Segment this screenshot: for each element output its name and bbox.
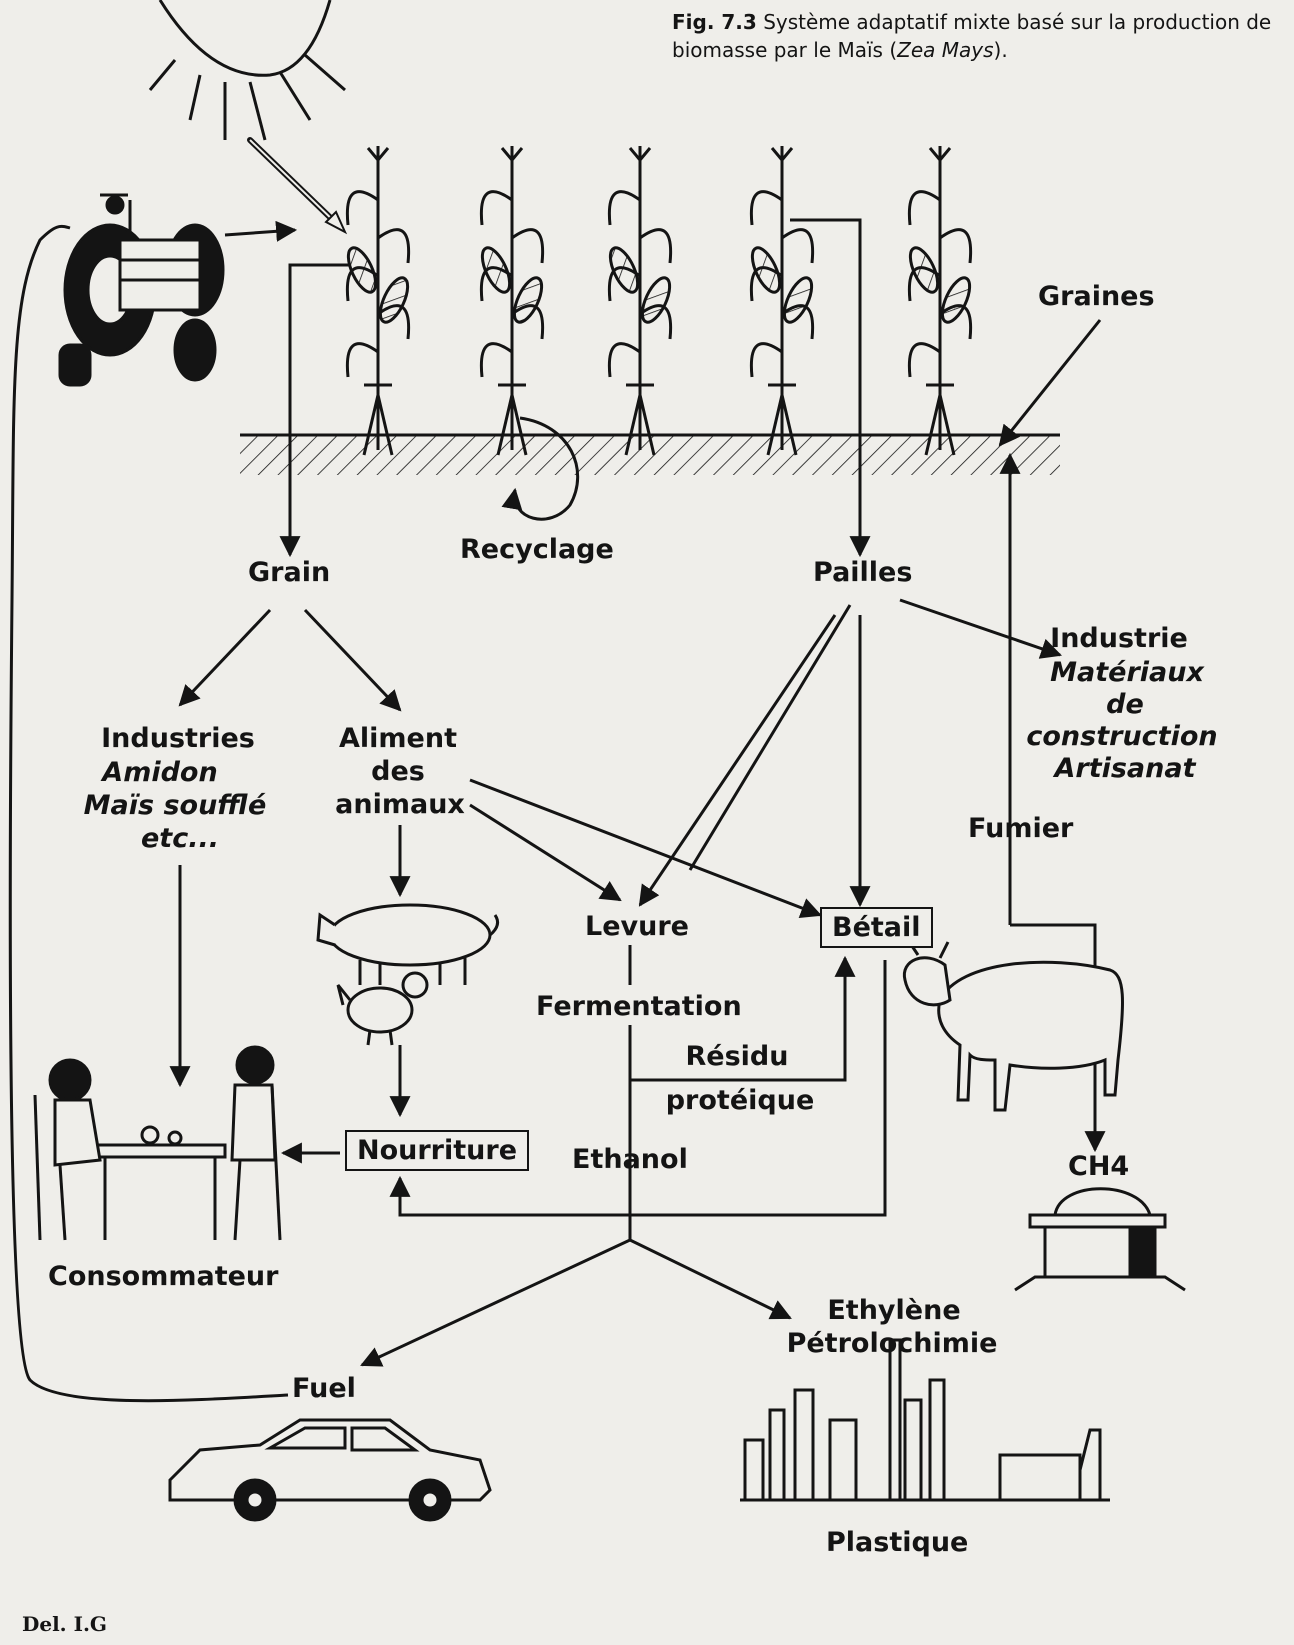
caption-text: Système adaptatif mixte basé sur la prod… [672,10,1272,62]
aliment-to-betail-arrow [469,778,822,918]
recycling-loop-arrow [501,416,580,521]
sun-icon [148,0,346,141]
car-icon [168,1418,492,1522]
cow-to-ch4-arrow [1010,923,1106,1153]
label-industrie-materiaux: Matériaux [1050,657,1204,688]
label-nourriture: Nourriture [345,1130,530,1171]
label-consommateur: Consommateur [48,1261,279,1292]
maize-plant-icon [907,146,973,456]
ethanol-to-nourriture-arrow [389,1175,630,1217]
pailles-to-levure-arrow-2 [688,604,852,871]
pailles-to-levure-arrow [638,614,837,907]
residu-to-betail-arrow [630,955,856,1082]
label-aliment-2: des [371,756,425,787]
label-pailles: Pailles [813,557,913,588]
figure-number: Fig. 7.3 [672,10,757,34]
sunlight-arrow [247,137,348,235]
label-industries-amidon: Amidon [102,757,218,788]
label-industries-etc: etc... [141,823,219,854]
maize-to-pailles-arrow [790,218,871,558]
grain-to-aliment-arrow [303,608,402,712]
label-industrie-artisanat: Artisanat [1054,753,1196,784]
label-ethanol: Ethanol [572,1144,688,1175]
maize-to-grain-arrow [279,263,350,558]
illustrator-credit: Del. I.G [22,1612,107,1636]
label-fermentation: Fermentation [536,991,742,1022]
label-petrolochimie: Pétrolochimie [786,1328,998,1359]
cow-icon [902,939,1124,1112]
biogas-tank-icon [1014,1187,1186,1292]
label-industrie: Industrie [1050,623,1188,654]
graines-to-soil-arrow [998,319,1102,447]
ethanol-to-fuel-arrow [360,1238,631,1367]
label-recyclage: Recyclage [460,534,614,565]
maize-plants [345,146,973,456]
label-ethylene: Ethylène [827,1295,961,1326]
aliment-to-levure-arrow [469,803,622,902]
label-aliment-3: animaux [335,789,465,820]
label-fumier: Fumier [968,813,1074,844]
label-residu-1: Résidu [685,1041,789,1072]
tractor-icon [58,193,225,387]
diners-icon [33,1045,282,1241]
label-aliment-1: Aliment [339,723,457,754]
tractor-to-maize-arrow [224,220,298,242]
label-fuel: Fuel [292,1373,356,1404]
label-levure: Levure [585,911,689,942]
label-industries: Industries [101,723,255,754]
betail-to-ethanol-line [630,960,887,1217]
label-betail: Bétail [820,907,933,948]
maize-plant-icon [345,146,411,456]
label-industrie-de: de [1106,689,1144,720]
caption-end: ). [993,38,1008,62]
fuel-to-tractor-loop [8,225,289,1403]
caption-species: Zea Mays [897,38,994,62]
ethanol-to-ethylene-arrow [629,1238,792,1320]
label-plastique: Plastique [826,1527,969,1558]
label-industries-mais: Maïs soufflé [83,790,267,821]
maize-plant-icon [607,146,673,456]
chicken-icon [336,971,429,1046]
label-graines: Graines [1038,281,1155,312]
maize-plant-icon [749,146,815,456]
figure-caption: Fig. 7.3 Système adaptatif mixte basé su… [672,8,1282,64]
pailles-to-industrie-arrow [899,598,1062,659]
refinery-icon [740,1338,1110,1502]
label-residu-2: protéique [665,1085,815,1116]
label-industrie-construction: construction [1026,721,1218,752]
pig-icon [316,903,500,985]
label-grain: Grain [248,557,331,588]
maize-plant-icon [479,146,545,456]
label-ch4: CH4 [1068,1151,1130,1182]
grain-to-industries-arrow [178,608,272,707]
